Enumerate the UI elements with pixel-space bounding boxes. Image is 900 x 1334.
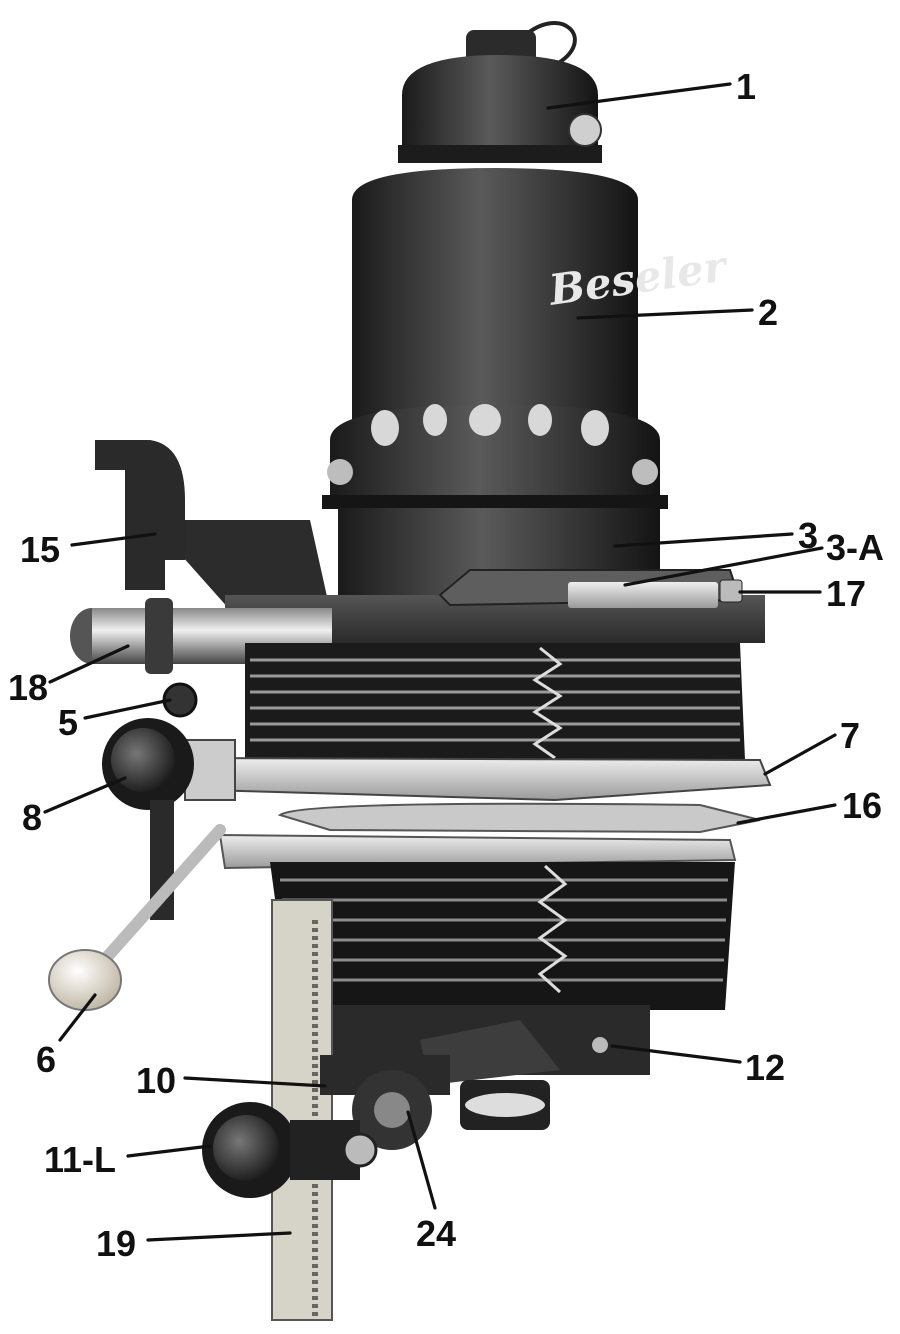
lower-bellows bbox=[270, 862, 735, 1010]
leader-2 bbox=[576, 308, 754, 320]
leader-18 bbox=[48, 644, 130, 684]
callout-15: 15 bbox=[20, 529, 60, 570]
callout-19: 19 bbox=[96, 1223, 136, 1264]
rack-column bbox=[271, 899, 333, 1321]
callout-24: 24 bbox=[416, 1213, 456, 1254]
lamp-housing: Beseler bbox=[352, 168, 732, 420]
ventilation-ring bbox=[322, 404, 668, 509]
callout-8: 8 bbox=[22, 797, 42, 838]
leader-1 bbox=[546, 82, 732, 110]
callout-2: 2 bbox=[758, 292, 778, 333]
callout-5: 5 bbox=[58, 702, 78, 743]
leader-15 bbox=[70, 532, 157, 547]
callout-11l: 11-L bbox=[44, 1139, 116, 1180]
callout-18: 18 bbox=[8, 667, 48, 708]
leader-3a bbox=[623, 546, 824, 587]
leader-19 bbox=[146, 1231, 292, 1242]
callout-1: 1 bbox=[736, 66, 756, 107]
leader-24 bbox=[406, 1110, 437, 1210]
callout-3a: 3-A bbox=[826, 527, 884, 568]
callout-17: 17 bbox=[826, 573, 866, 614]
callout-7: 7 bbox=[840, 715, 860, 756]
lens-stage bbox=[218, 833, 737, 870]
callout-3: 3 bbox=[798, 515, 818, 556]
locking-knob-lower bbox=[202, 1102, 378, 1198]
leader-6 bbox=[58, 993, 97, 1042]
leader-10 bbox=[183, 1076, 327, 1088]
leader-16 bbox=[736, 803, 837, 825]
leader-11l bbox=[126, 1144, 212, 1158]
filter-drawer bbox=[277, 802, 761, 834]
callout-labels: 1 2 3 3-A 17 15 18 5 7 8 16 6 10 12 11-L… bbox=[8, 66, 884, 1264]
leader-lines bbox=[43, 82, 837, 1242]
leader-8 bbox=[43, 776, 127, 814]
lens-mount bbox=[460, 1080, 550, 1130]
lamp-cap bbox=[398, 21, 602, 163]
locking-knob-upper bbox=[102, 718, 194, 920]
upper-bellows bbox=[245, 643, 745, 760]
leader-12 bbox=[610, 1044, 742, 1064]
callout-16: 16 bbox=[842, 785, 882, 826]
callout-12: 12 bbox=[745, 1047, 785, 1088]
leader-3 bbox=[613, 532, 794, 548]
callout-6: 6 bbox=[36, 1039, 56, 1080]
tilt-handle bbox=[95, 440, 185, 590]
callout-10: 10 bbox=[136, 1060, 176, 1101]
leader-7 bbox=[763, 733, 837, 776]
leader-5 bbox=[83, 698, 172, 720]
focus-lever bbox=[48, 824, 226, 1011]
